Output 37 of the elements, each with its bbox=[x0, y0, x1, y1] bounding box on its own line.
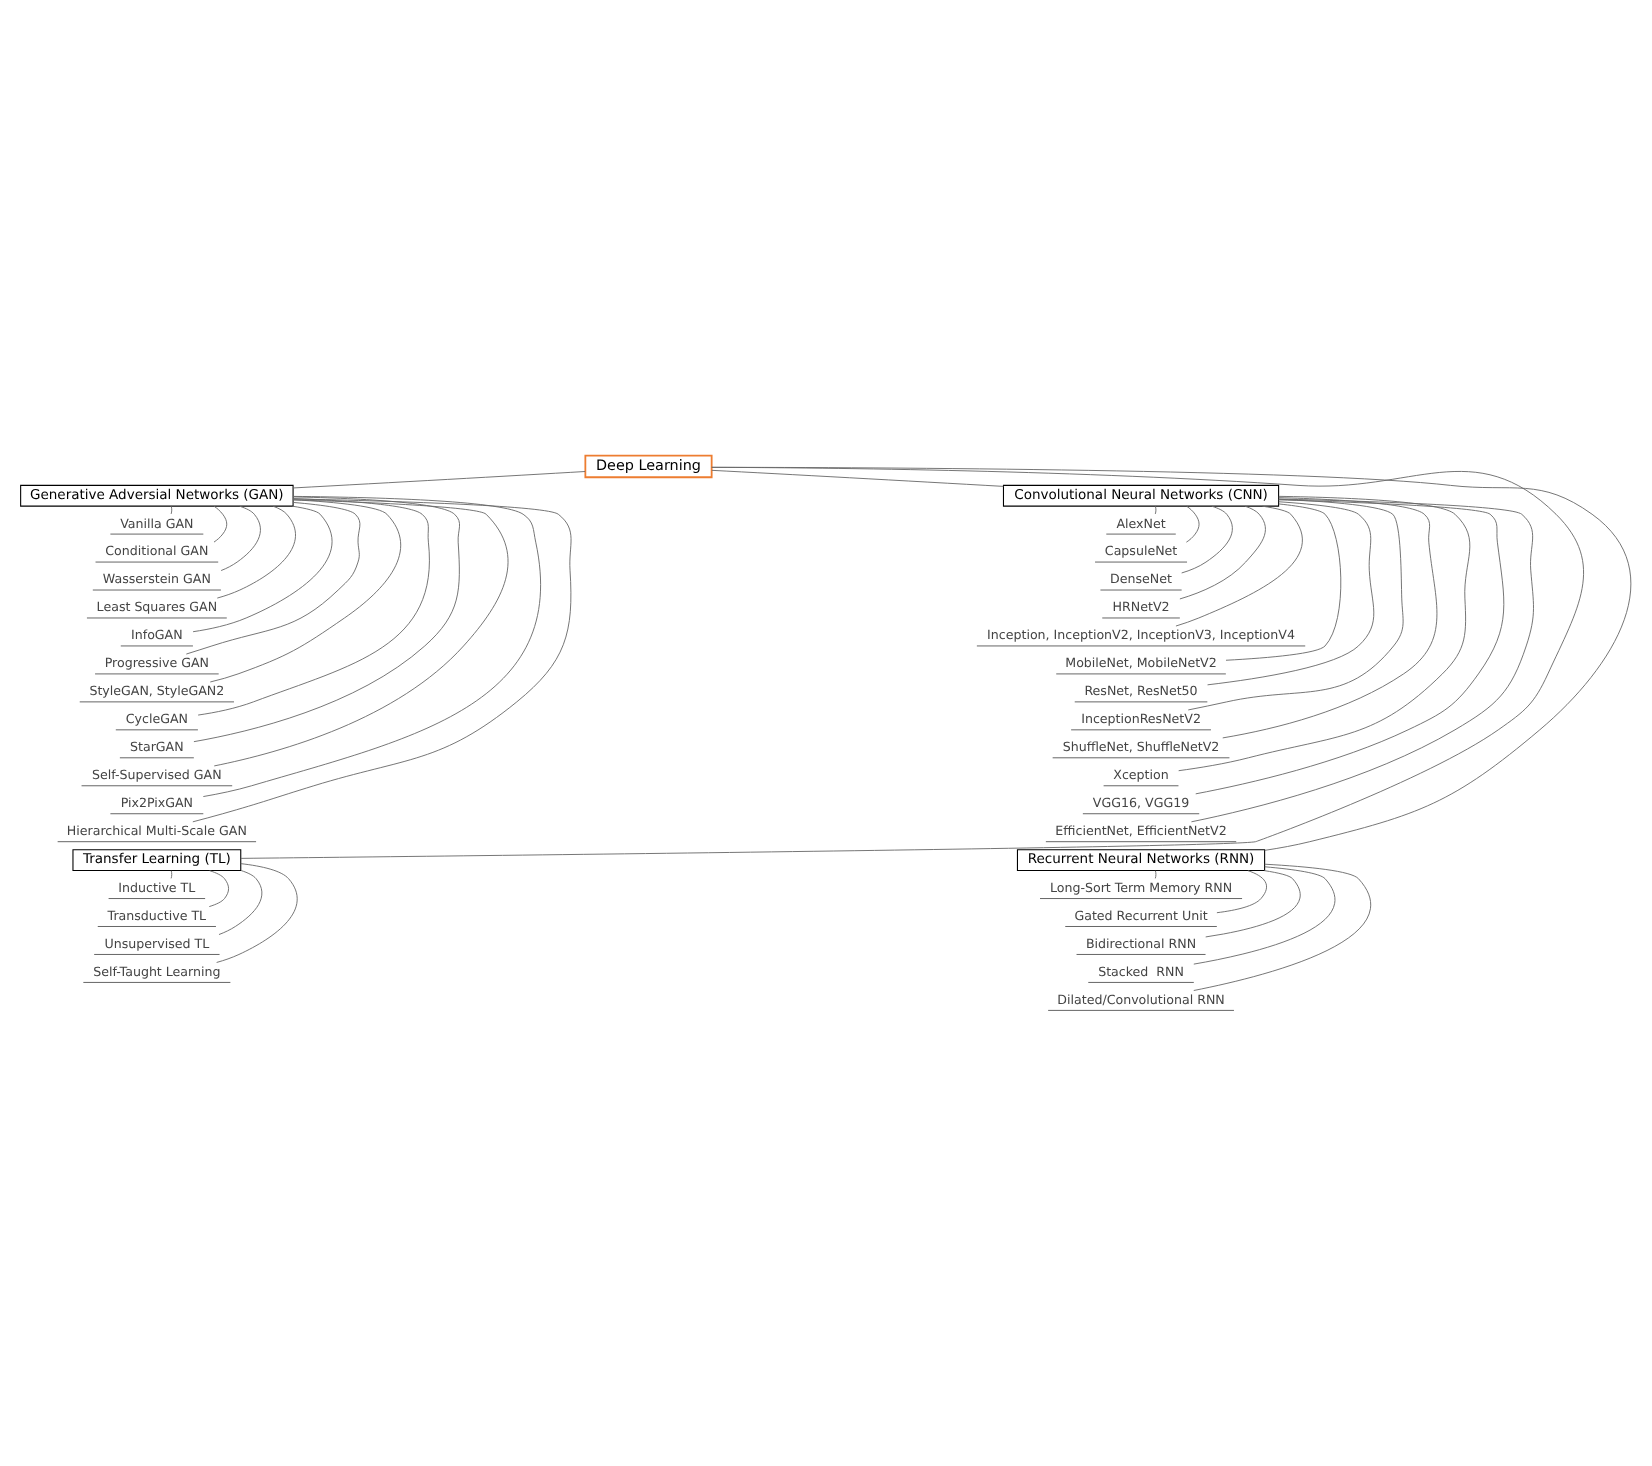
connector bbox=[1225, 503, 1342, 661]
connector bbox=[1154, 870, 1157, 879]
connector bbox=[1179, 505, 1266, 600]
connector bbox=[216, 863, 298, 963]
connector bbox=[711, 466, 1632, 851]
connector bbox=[1175, 505, 1303, 627]
connector bbox=[1205, 870, 1301, 938]
connector bbox=[192, 505, 333, 633]
connector bbox=[1191, 498, 1534, 823]
connector bbox=[1207, 501, 1375, 686]
connector bbox=[197, 498, 430, 716]
connector bbox=[216, 505, 296, 599]
connector bbox=[170, 870, 173, 879]
connector bbox=[1216, 870, 1267, 914]
connector bbox=[213, 499, 509, 767]
connector bbox=[1178, 495, 1471, 772]
connector bbox=[218, 870, 263, 935]
connector bbox=[1187, 498, 1404, 711]
connector bbox=[711, 469, 1004, 487]
connector bbox=[1193, 866, 1336, 965]
connector bbox=[240, 466, 1584, 859]
connector bbox=[1185, 505, 1200, 543]
connector bbox=[170, 505, 173, 515]
connector bbox=[209, 499, 401, 683]
connector bbox=[1181, 505, 1233, 574]
connector bbox=[1193, 863, 1372, 991]
connector bbox=[1222, 497, 1438, 739]
connector bbox=[292, 471, 586, 489]
connector bbox=[220, 505, 261, 571]
connector bbox=[1195, 499, 1505, 795]
connector bbox=[208, 870, 230, 908]
connector bbox=[192, 498, 572, 823]
connector bbox=[213, 505, 228, 543]
connector bbox=[185, 502, 361, 655]
connector bbox=[1154, 505, 1157, 515]
connector bbox=[202, 495, 541, 797]
connector bbox=[193, 496, 460, 743]
